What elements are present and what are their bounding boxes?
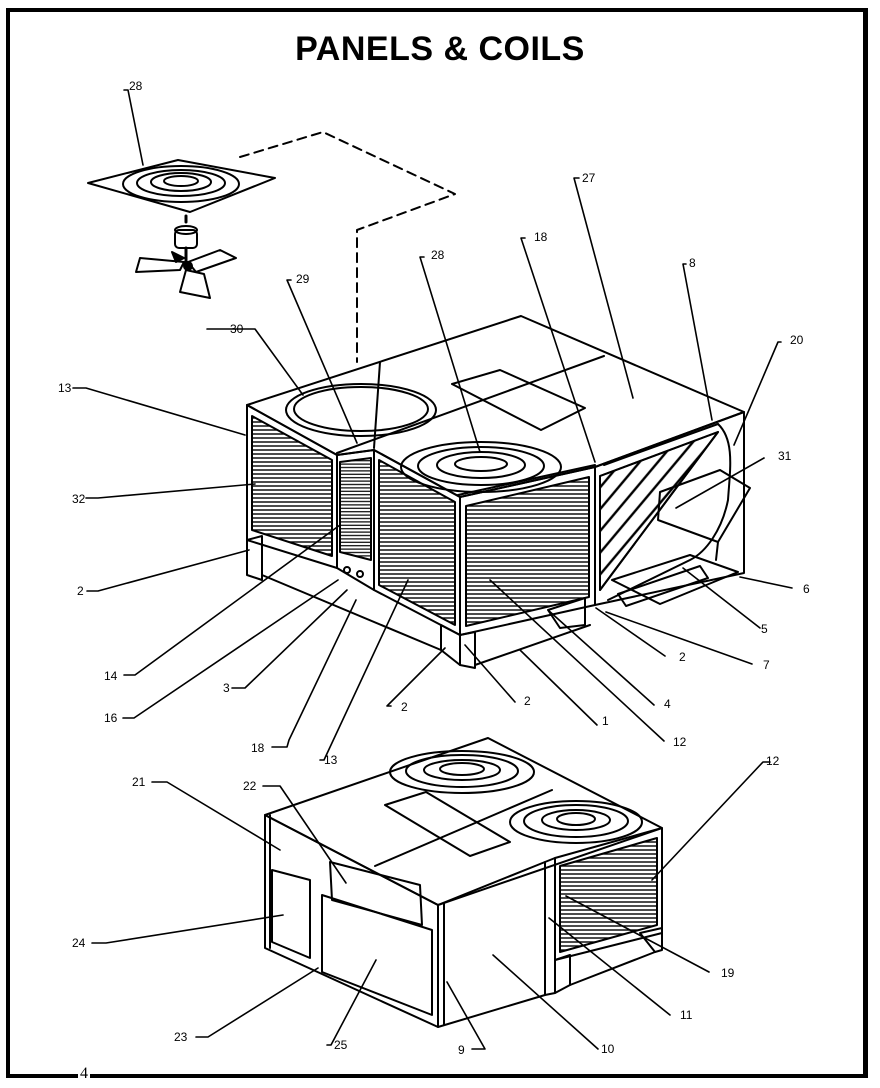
fan-orifice-panel: [87, 159, 276, 213]
callout-30: 30: [230, 322, 244, 336]
callout-8: 8: [689, 256, 696, 270]
callout-22: 22: [243, 779, 257, 793]
callout-19: 19: [721, 966, 735, 980]
callout-2-left: 2: [77, 584, 84, 598]
assembly-dashed-line: [239, 131, 456, 363]
page-number: 4: [78, 1065, 90, 1083]
diagram-border: [6, 8, 868, 1078]
callout-16: 16: [104, 711, 118, 725]
callout-7: 7: [763, 658, 770, 672]
callout-18-top: 18: [534, 230, 548, 244]
callout-3: 3: [223, 681, 230, 695]
callout-2-right: 2: [679, 650, 686, 664]
callout-20: 20: [790, 333, 804, 347]
upper-unit: [246, 315, 751, 669]
callout-14: 14: [104, 669, 118, 683]
callout-32: 32: [72, 492, 86, 506]
callout-13-top: 13: [58, 381, 72, 395]
page-title: PANELS & COILS: [295, 30, 585, 68]
fan-motor-assembly: [135, 214, 237, 299]
callout-12-lower: 12: [766, 754, 780, 768]
callout-31: 31: [778, 449, 792, 463]
callout-6: 6: [803, 582, 810, 596]
callout-12-top: 12: [673, 735, 687, 749]
callout-2-lower-mid: 2: [524, 694, 531, 708]
callout-5: 5: [761, 622, 768, 636]
callout-13-lower: 13: [324, 753, 338, 767]
callout-18-lower: 18: [251, 741, 265, 755]
callout-4: 4: [664, 697, 671, 711]
callout-27: 27: [582, 171, 596, 185]
callout-29: 29: [296, 272, 310, 286]
callout-1: 1: [602, 714, 609, 728]
callout-11: 11: [680, 1008, 693, 1022]
callout-24: 24: [72, 936, 86, 950]
callout-28-top: 28: [129, 79, 143, 93]
callout-25: 25: [334, 1038, 348, 1052]
lower-unit: [264, 737, 663, 1028]
callout-28-mid: 28: [431, 248, 445, 262]
callout-21: 21: [132, 775, 146, 789]
callout-9: 9: [458, 1043, 465, 1057]
callout-2-lower-left: 2: [401, 700, 408, 714]
callout-23: 23: [174, 1030, 188, 1044]
callout-10: 10: [601, 1042, 615, 1056]
leader-lines: [72, 89, 793, 1050]
